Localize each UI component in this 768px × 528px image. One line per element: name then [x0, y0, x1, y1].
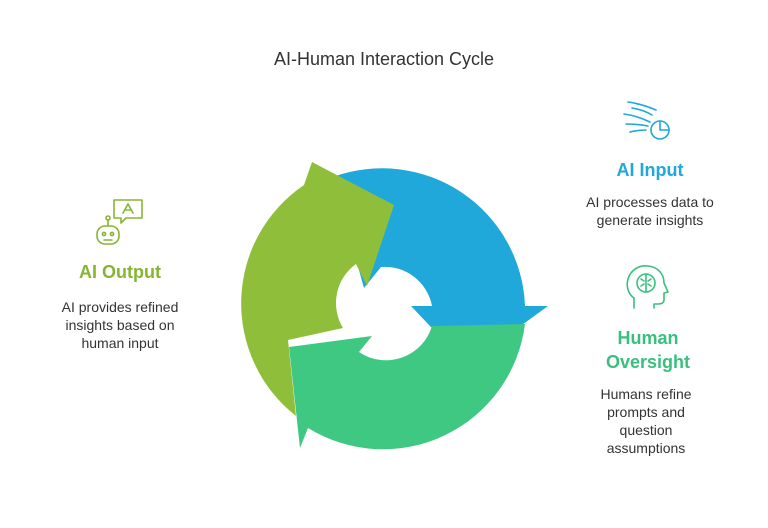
- desc-line: insights based on: [65, 317, 175, 333]
- desc-line: prompts and: [607, 404, 685, 420]
- title-line: Oversight: [605, 352, 691, 372]
- stage-title-ai-output: AI Output: [79, 262, 161, 282]
- desc-line: generate insights: [596, 212, 704, 228]
- cycle-segment-ai-output: [241, 162, 394, 416]
- stage-title-ai-input: AI Input: [616, 160, 684, 180]
- desc-line: human input: [81, 335, 159, 351]
- desc-line: assumptions: [606, 440, 686, 456]
- desc-line: question: [619, 422, 673, 438]
- stage-desc-human-oversight: Humans refine prompts and question assum…: [580, 385, 712, 457]
- stage-title-human-oversight: Human Oversight: [588, 326, 708, 374]
- head-brain-icon: [626, 265, 669, 309]
- stage-desc-ai-output: AI provides refined insights based on hu…: [40, 298, 200, 352]
- title-line: Human: [617, 328, 679, 348]
- robot-speech-icon: [96, 199, 143, 245]
- stage-desc-ai-input: AI processes data to generate insights: [565, 193, 735, 229]
- desc-line: Humans refine: [600, 386, 692, 402]
- desc-line: AI provides refined: [61, 299, 179, 315]
- cycle-segment-human-oversight: [289, 324, 525, 450]
- diagram-title: AI-Human Interaction Cycle: [273, 49, 495, 69]
- desc-line: AI processes data to: [586, 194, 714, 210]
- data-stream-chart-icon: [623, 101, 670, 140]
